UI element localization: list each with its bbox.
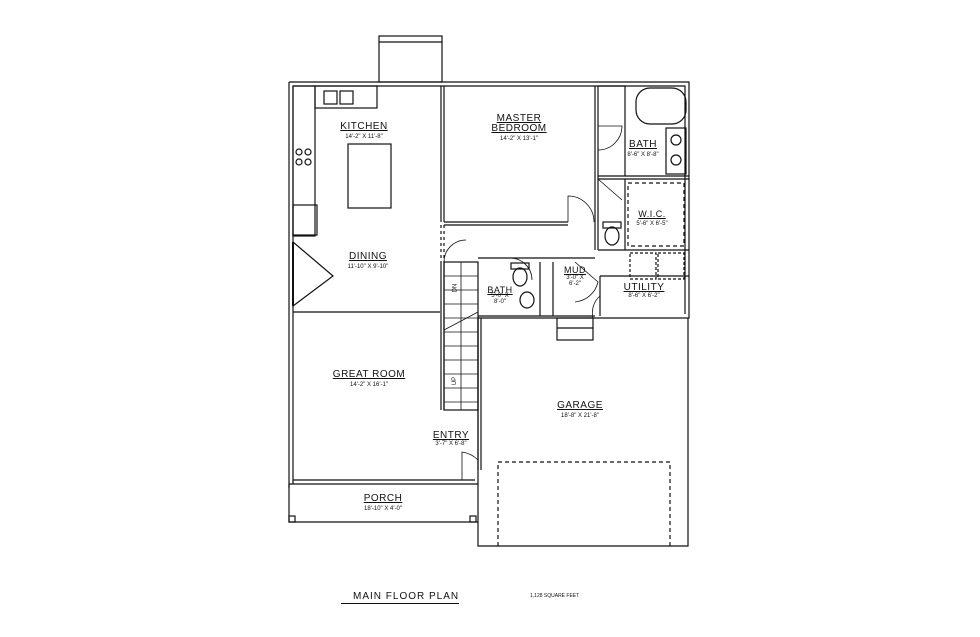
door-swing-bath: [597, 125, 623, 151]
master-dim: 14'-2" X 13'-1": [500, 136, 538, 142]
porch-post-left: [288, 515, 296, 523]
door-swing-wic: [597, 178, 623, 201]
toilet-master: [604, 226, 620, 246]
kitchen-counter-west: [292, 85, 316, 237]
room-label-great-room: GREAT ROOM 14'-2" X 16'-1": [332, 369, 406, 389]
dining-dim: 11'-10" X 9'-10": [347, 264, 389, 270]
stair-down-label: DN: [452, 283, 459, 293]
master-bath-name: BATH: [629, 139, 657, 150]
washer: [629, 252, 657, 280]
room-label-dining: DINING 11'-10" X 9'-10": [347, 251, 389, 271]
stair-up-label: UP: [452, 376, 459, 386]
kitchen-dim: 14'-2" X 11'-8": [345, 134, 383, 140]
hall-bath-name: BATH: [487, 285, 513, 295]
door-swing-mud: [574, 261, 599, 303]
kitchen-island: [347, 143, 392, 209]
porch-name: PORCH: [363, 493, 403, 504]
bathtub: [635, 87, 687, 125]
room-label-porch: PORCH 18'-10" X 4'-0": [363, 493, 403, 513]
room-label-garage: GARAGE 18'-8" X 21'-8": [557, 400, 603, 420]
room-label-kitchen: KITCHEN 14'-2" X 11'-8": [340, 121, 388, 141]
garage-door: [497, 461, 671, 546]
exterior-wall-inner: [293, 85, 686, 314]
great-room-dim: 14'-2" X 16'-1": [350, 382, 388, 388]
porch-post-right: [469, 515, 477, 523]
door-swing-stair: [443, 239, 467, 263]
mud-name: MUD: [564, 265, 586, 275]
great-room-name: GREAT ROOM: [332, 369, 406, 380]
mud-dim-2: 6'-2": [569, 281, 581, 287]
room-label-utility: UTILITY 8'-6" X 6'-2": [623, 282, 665, 300]
dryer: [657, 252, 685, 280]
hall-sink: [519, 291, 535, 309]
dining-doors: [292, 241, 334, 307]
garage-name: GARAGE: [557, 400, 603, 411]
entry-name: ENTRY: [432, 430, 470, 441]
room-label-wic: W.I.C. 5'-6" X 6'-5": [636, 209, 668, 228]
utility-name: UTILITY: [623, 282, 665, 293]
kitchen-counter-north: [314, 85, 378, 109]
toilet-hall: [512, 267, 528, 287]
master-name-2: BEDROOM: [491, 123, 547, 134]
square-feet-label: 1,128 SQUARE FEET: [530, 593, 580, 599]
utility-dim: 8'-6" X 6'-2": [628, 293, 660, 299]
plan-title: MAIN FLOOR PLAN: [353, 591, 460, 602]
master-name-1: MASTER: [496, 113, 542, 124]
chimney: [378, 35, 443, 83]
door-swing-entry: [461, 451, 479, 480]
room-label-mud: MUD 3'-0" X 6'-2": [564, 265, 586, 288]
kitchen-sink-1: [323, 90, 338, 105]
dining-name: DINING: [348, 251, 387, 262]
room-label-hall-bath: BATH 5'-0" X 8'-0": [487, 285, 513, 306]
entry-dim: 3'-7" X 6'-8": [435, 441, 467, 447]
hall-bath-dim-1: 5'-0" X: [491, 293, 509, 299]
kitchen-name: KITCHEN: [340, 121, 388, 132]
kitchen-sink-2: [339, 90, 354, 105]
hall-bath-dim-2: 8'-0": [494, 299, 506, 305]
wic-dim: 5'-6" X 6'-5": [636, 221, 668, 227]
door-swing-master: [567, 195, 595, 223]
room-label-entry: ENTRY 3'-7" X 6'-8": [432, 430, 470, 448]
wic-shelving: [627, 182, 685, 247]
garage-dim: 18'-8" X 21'-8": [561, 413, 599, 419]
porch-dim: 18'-10" X 4'-0": [364, 506, 402, 512]
plan-title-underline: [341, 603, 459, 604]
range-burner: [295, 148, 303, 156]
room-label-master-bedroom: MASTER BEDROOM 14'-2" X 13'-1": [491, 113, 547, 143]
wic-name: W.I.C.: [638, 209, 666, 219]
garage-step: [556, 317, 594, 341]
vanity: [665, 127, 687, 175]
master-bath-dim: 8'-6" X 8'-8": [627, 152, 659, 158]
door-swing-garage: [592, 295, 601, 319]
door-swing-hallbath: [509, 257, 533, 281]
room-label-master-bath: BATH 8'-6" X 8'-8": [627, 139, 659, 159]
mud-dim-1: 3'-0" X: [566, 275, 584, 281]
refrigerator: [292, 204, 318, 236]
